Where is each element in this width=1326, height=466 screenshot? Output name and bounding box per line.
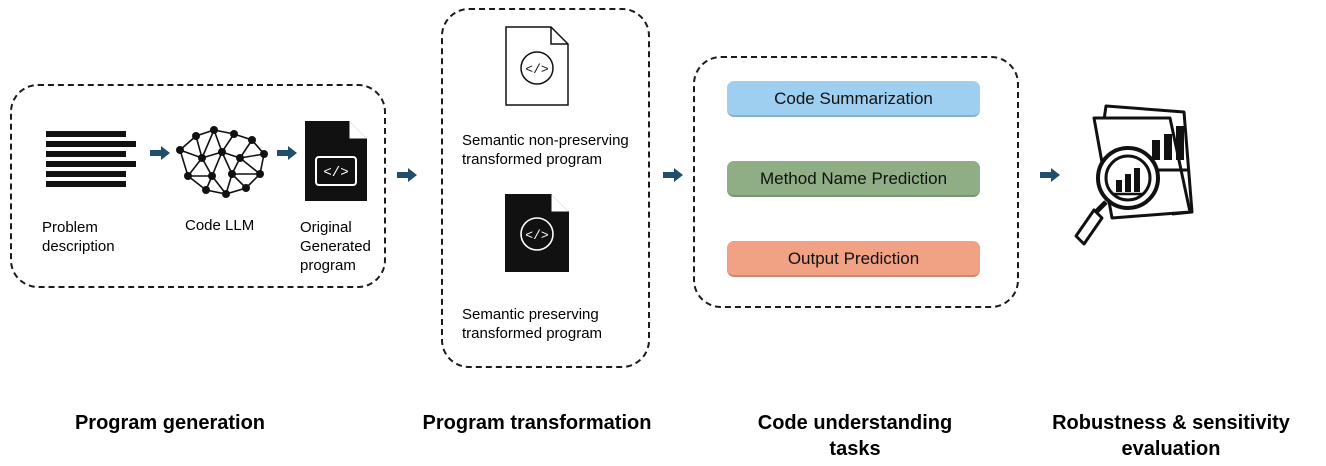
stage-title-program-generation: Program generation bbox=[74, 412, 266, 434]
neural-network-icon bbox=[176, 124, 268, 198]
non-preserving-label: Semantic non-preserving transformed prog… bbox=[462, 132, 629, 168]
original-program-label: Original Generated program bbox=[300, 219, 371, 274]
task-label: Output Prediction bbox=[787, 249, 920, 268]
program-transformation-box bbox=[441, 8, 650, 368]
preserving-label: Semantic preserving transformed program bbox=[462, 306, 603, 342]
arrow-right-icon bbox=[397, 168, 417, 182]
task-label: Code Summarization bbox=[774, 89, 933, 108]
stage-title-code-understanding: Code understanding tasks bbox=[757, 412, 953, 460]
code-understanding-box bbox=[693, 56, 1019, 308]
code-file-icon: </> bbox=[305, 121, 367, 201]
program-generation-box bbox=[10, 84, 386, 288]
task-label: Method Name Prediction bbox=[759, 169, 948, 188]
task-code-summarization: Code Summarization bbox=[727, 81, 980, 117]
stage-title-program-transformation: Program transformation bbox=[422, 412, 652, 434]
arrow-right-icon bbox=[150, 146, 170, 160]
code-file-icon: </> bbox=[505, 194, 569, 272]
magnifier-chart-icon bbox=[1066, 100, 1206, 260]
svg-text:</>: </> bbox=[525, 62, 549, 77]
arrow-right-icon bbox=[277, 146, 297, 160]
arrow-right-icon bbox=[1040, 168, 1060, 182]
task-output-prediction: Output Prediction bbox=[727, 241, 980, 277]
text-lines-icon bbox=[46, 131, 138, 189]
code-file-icon: </> bbox=[505, 26, 569, 106]
code-llm-label: Code LLM bbox=[185, 217, 255, 234]
svg-text:</>: </> bbox=[323, 165, 348, 181]
stage-title-robustness-evaluation: Robustness & sensitivity evaluation bbox=[1052, 412, 1290, 460]
svg-text:</>: </> bbox=[525, 228, 549, 243]
arrow-right-icon bbox=[663, 168, 683, 182]
task-method-name-prediction: Method Name Prediction bbox=[727, 161, 980, 197]
problem-description-label: Problem description bbox=[42, 219, 115, 255]
